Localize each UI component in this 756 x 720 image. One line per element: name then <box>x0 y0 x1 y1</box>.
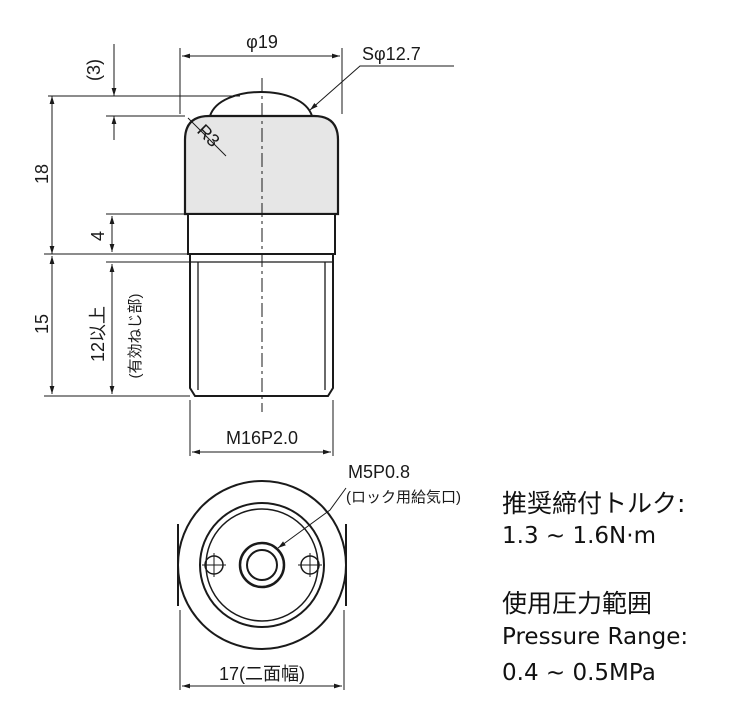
dim-12-note: (有効ねじ部) <box>127 294 144 379</box>
dim-phi19: φ19 <box>246 32 278 52</box>
ball-outline <box>209 91 313 117</box>
dim-port-note: (ロック用給気口) <box>346 489 461 506</box>
dim-18: 18 <box>32 164 52 184</box>
r3-leader <box>187 117 227 157</box>
pressure-value: 0.4 ~ 0.5MPa <box>502 660 656 686</box>
dim-protrusion: (3) <box>84 59 104 81</box>
hole-left <box>202 553 226 577</box>
torque-title: 推奨締付トルク: <box>502 489 686 518</box>
threaded-shank <box>189 253 334 397</box>
shoulder-circle <box>199 502 325 628</box>
dim-12: 12以上 <box>88 306 108 362</box>
torque-value: 1.3 ~ 1.6N·m <box>502 523 656 549</box>
dim-17: 17(二面幅) <box>219 664 305 684</box>
extension-lines <box>44 48 343 456</box>
leader-port <box>277 487 347 549</box>
port-outer <box>238 541 286 589</box>
bottom-view <box>177 480 347 690</box>
dim-sphere: Sφ12.7 <box>362 44 421 64</box>
side-view <box>183 78 340 412</box>
port-inner <box>246 549 278 581</box>
dim-15: 15 <box>32 314 52 334</box>
hole-right <box>298 553 322 577</box>
dim-m16: M16P2.0 <box>226 428 298 448</box>
leader-sphere <box>309 65 454 111</box>
dim-port: M5P0.8 <box>348 462 410 482</box>
pressure-title-en: Pressure Range: <box>502 624 689 650</box>
dim-4: 4 <box>88 231 108 241</box>
pressure-title-jp: 使用圧力範囲 <box>502 589 653 618</box>
dimension-lines <box>49 44 454 455</box>
